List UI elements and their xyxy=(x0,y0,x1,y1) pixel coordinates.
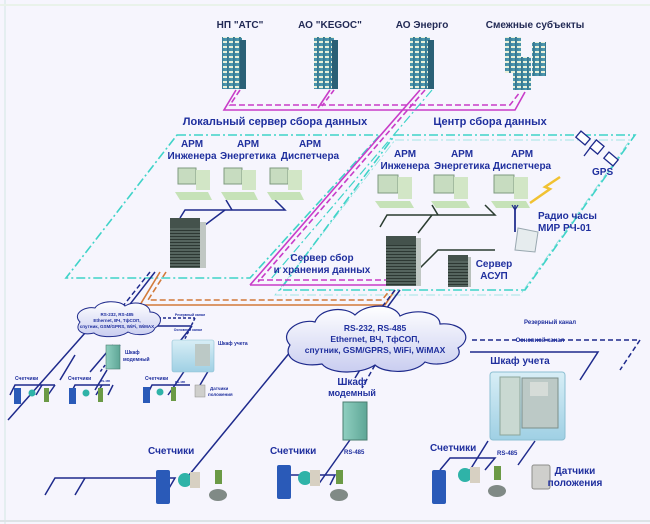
workstation-icon xyxy=(175,167,212,200)
svg-text:АРМ: АРМ xyxy=(181,139,203,150)
workstation-icon xyxy=(267,167,304,200)
entity-kegoc xyxy=(314,37,338,89)
small-metering-cabinet-icon xyxy=(171,339,215,373)
workstation-icon xyxy=(375,174,414,208)
svg-text:АРМ: АРМ xyxy=(394,149,416,160)
reserve-channel-label: Резервный канал xyxy=(524,319,576,326)
small-meters-label: Счетчики xyxy=(15,376,38,382)
svg-text:АРМ: АРМ xyxy=(511,149,533,160)
rs485-label: RS-485 xyxy=(344,450,365,456)
zone-local-label: Локальный сервер сбора данных xyxy=(183,116,368,128)
position-sensor-icon xyxy=(531,464,551,490)
rs485-label: RS-485 xyxy=(497,451,518,457)
small-position-sensors-label-2: положения xyxy=(208,392,233,397)
frame-border-bottom xyxy=(0,520,650,522)
network-cloud: RS-232, RS-485 Ethernet, ВЧ, ТфСОП, спут… xyxy=(286,305,467,373)
metering-cabinet-label: Шкаф учета xyxy=(490,355,550,367)
svg-text:Диспетчера: Диспетчера xyxy=(493,161,552,172)
small-meters-label: Счетчики xyxy=(145,376,168,382)
svg-text:Инженера: Инженера xyxy=(380,161,429,172)
svg-text:Энергетика: Энергетика xyxy=(220,151,276,162)
modem-cabinet-label-1: Шкаф xyxy=(337,376,367,388)
small-meter-group xyxy=(14,388,49,404)
links-servers xyxy=(138,271,396,306)
small-modem-cabinet-icon xyxy=(105,344,121,370)
cloud-line-3: спутник, GSM/GPRS, WiFi, WiMAX xyxy=(305,345,446,355)
meters-label: Счетчики xyxy=(270,446,316,457)
cloud-line-1: RS-232, RS-485 xyxy=(344,323,407,333)
small-position-sensor-icon xyxy=(194,384,206,398)
entity-label: НП "АТС" xyxy=(217,20,264,31)
meter-group xyxy=(432,466,506,504)
svg-text:Диспетчера: Диспетчера xyxy=(281,151,340,162)
meter-group xyxy=(277,465,348,501)
entity-label: Смежные субъекты xyxy=(486,19,585,31)
gps-label: GPS xyxy=(592,167,613,178)
small-network-cloud: RS-232, RS-485 Ethernet, ВЧ, ТфСОП, спут… xyxy=(76,301,161,338)
storage-server-label-1: Сервер сбор xyxy=(290,252,353,264)
links-field xyxy=(7,199,642,496)
zone-data-center xyxy=(274,134,637,296)
frame-border-left xyxy=(4,0,6,524)
radio-clock-label-1: Радио часы xyxy=(538,211,597,222)
radio-clock-icon xyxy=(511,204,539,253)
modem-cabinet-label-2: модемный xyxy=(328,388,376,398)
entity-label: АО Энерго xyxy=(396,20,449,31)
small-position-sensors-label-1: Датчики xyxy=(210,386,229,391)
entity-ao-energo xyxy=(410,37,434,89)
entity-label: АО "KEGOC" xyxy=(298,20,362,31)
local-server-icon xyxy=(170,218,206,268)
svg-text:АРМ: АРМ xyxy=(237,139,259,150)
entity-nps-ats xyxy=(222,37,246,89)
frame-border-top xyxy=(0,4,650,6)
asup-server-label-1: Сервер xyxy=(476,259,513,270)
meters-label: Счетчики xyxy=(430,443,476,454)
svg-text:АРМ: АРМ xyxy=(299,139,321,150)
small-meter-group xyxy=(69,388,103,404)
svg-text:RS-232, RS-485: RS-232, RS-485 xyxy=(100,312,134,317)
radio-clock-label-2: МИР РЧ-01 xyxy=(538,223,592,234)
gps-satellite-icon xyxy=(574,130,620,167)
storage-server-label-2: и хранения данных xyxy=(274,265,371,276)
workstation-icon xyxy=(491,174,530,208)
metering-cabinet-icon xyxy=(489,371,566,441)
cloud-line-2: Ethernet, ВЧ, ТфСОП, xyxy=(330,334,419,344)
small-modem-cabinet-label-2: модемный xyxy=(123,356,150,363)
links-entities xyxy=(222,89,526,286)
entity-adjacent xyxy=(505,37,546,90)
small-metering-cabinet-label: Шкаф учета xyxy=(218,340,248,347)
svg-text:АРМ: АРМ xyxy=(451,149,473,160)
modem-cabinet-icon xyxy=(342,401,368,441)
meters-label: Счетчики xyxy=(148,446,194,457)
svg-text:Инженера: Инженера xyxy=(167,151,216,162)
svg-text:Энергетика: Энергетика xyxy=(434,161,490,172)
position-sensors-label-1: Датчики xyxy=(555,466,596,477)
workstation-icon xyxy=(221,167,258,200)
small-reserve-channel-label: Резервный канал xyxy=(175,313,205,317)
radio-signal-icon xyxy=(529,175,561,205)
position-sensors-label-2: положения xyxy=(548,478,603,489)
meter-group xyxy=(156,470,227,504)
asup-server-label-2: АСУП xyxy=(480,271,507,282)
zone-local-server xyxy=(64,134,382,279)
svg-text:Ethernet, ВЧ, ТфСОП,: Ethernet, ВЧ, ТфСОП, xyxy=(93,317,140,323)
small-main-channel-label: Основной канал xyxy=(174,328,202,332)
storage-server-icon xyxy=(386,236,421,286)
local-workstations: АРМ Инженера АРМ Энергетика АРМ Диспетче… xyxy=(167,139,339,162)
small-rs485-label: RS-485 xyxy=(100,379,111,383)
small-modem-cabinet-label-1: Шкаф xyxy=(125,349,140,356)
small-meters-label: Счетчики xyxy=(68,376,91,382)
zone-center-label: Центр сбора данных xyxy=(433,116,547,128)
small-rs485-label: RS-485 xyxy=(175,380,186,384)
center-workstations: АРМ Инженера АРМ Энергетика АРМ Диспетче… xyxy=(380,149,551,172)
small-meter-group xyxy=(143,387,176,403)
svg-text:спутник, GSM/GPRS, WiFi, WiMAX: спутник, GSM/GPRS, WiFi, WiMAX xyxy=(80,324,154,329)
main-channel-label: Основной канал xyxy=(516,337,565,344)
workstation-icon xyxy=(431,174,470,208)
asup-server-icon xyxy=(448,255,471,287)
